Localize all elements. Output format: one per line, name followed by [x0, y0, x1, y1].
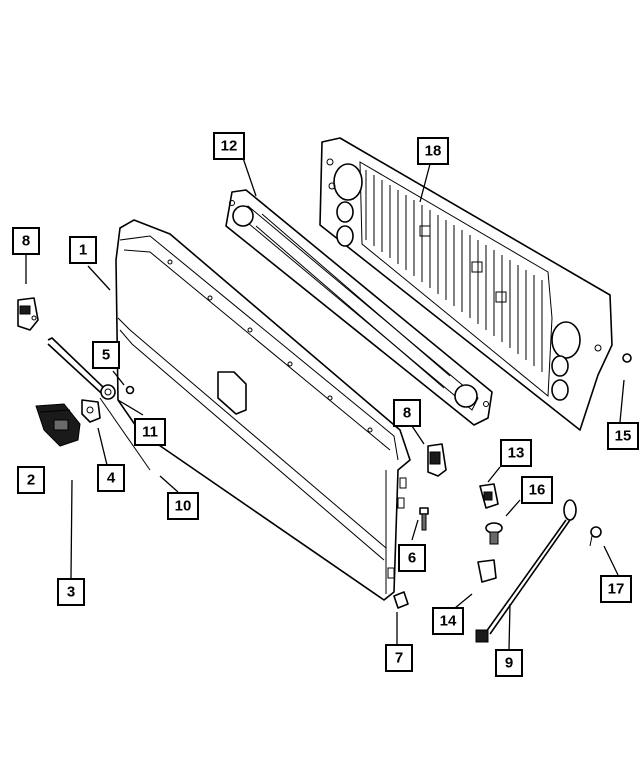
- part-8-latch-right: [427, 443, 447, 477]
- callout-12: 12: [213, 132, 245, 160]
- svg-text:13: 13: [508, 445, 525, 462]
- part-11-lock-cylinder: [100, 384, 116, 400]
- svg-text:1: 1: [79, 242, 87, 259]
- part-6-bolt: [419, 507, 429, 531]
- svg-text:11: 11: [142, 424, 158, 441]
- svg-text:3: 3: [67, 584, 75, 601]
- part-9-cable: [475, 499, 577, 643]
- callout-8-left: 8: [12, 227, 40, 255]
- svg-text:8: 8: [403, 405, 411, 422]
- svg-text:7: 7: [395, 650, 403, 667]
- part-7-bumper: [393, 591, 409, 609]
- callout-6: 6: [398, 544, 426, 572]
- svg-text:15: 15: [615, 428, 632, 445]
- part-10-rod-lower: [99, 397, 151, 471]
- part-8-latch-left: [17, 297, 39, 331]
- leader-lines: [25, 157, 625, 651]
- callout-5: 5: [92, 341, 120, 369]
- callout-13: 13: [500, 439, 532, 467]
- svg-text:18: 18: [425, 143, 442, 160]
- part-1-tailgate-shell: [115, 219, 411, 601]
- svg-text:9: 9: [505, 655, 513, 672]
- callout-2: 2: [17, 466, 45, 494]
- part-14-clip: [477, 559, 497, 583]
- svg-text:2: 2: [27, 472, 35, 489]
- callout-3: 3: [57, 578, 85, 606]
- svg-text:6: 6: [408, 550, 416, 567]
- svg-text:14: 14: [440, 613, 457, 630]
- part-15-screw: [622, 353, 632, 363]
- callout-7: 7: [385, 644, 413, 672]
- part-16-pin: [485, 522, 503, 545]
- svg-text:4: 4: [107, 470, 116, 487]
- callout-9: 9: [495, 649, 523, 677]
- grille-slots: [365, 170, 543, 372]
- callout-15: 15: [607, 422, 639, 450]
- callout-17: 17: [600, 575, 632, 603]
- callout-18: 18: [417, 137, 449, 165]
- svg-text:10: 10: [175, 498, 192, 515]
- callout-4: 4: [97, 464, 125, 492]
- callout-8-right: 8: [393, 399, 421, 427]
- part-5-clip: [125, 385, 135, 395]
- part-2-handle: [35, 403, 81, 447]
- part-18-inner-panel: [319, 137, 613, 431]
- svg-text:5: 5: [102, 347, 110, 364]
- callout-11: 11: [134, 418, 166, 446]
- svg-text:16: 16: [529, 482, 546, 499]
- callout-14: 14: [432, 607, 464, 635]
- callout-16: 16: [521, 476, 553, 504]
- svg-text:17: 17: [608, 581, 625, 598]
- svg-text:12: 12: [221, 138, 238, 155]
- part-4-bracket: [81, 399, 101, 423]
- callout-1: 1: [69, 236, 97, 264]
- part-13-clip: [479, 483, 499, 509]
- svg-text:8: 8: [22, 233, 30, 250]
- part-12-top-cap: [225, 189, 493, 426]
- callout-10: 10: [167, 492, 199, 520]
- part-17-bolt: [589, 526, 602, 547]
